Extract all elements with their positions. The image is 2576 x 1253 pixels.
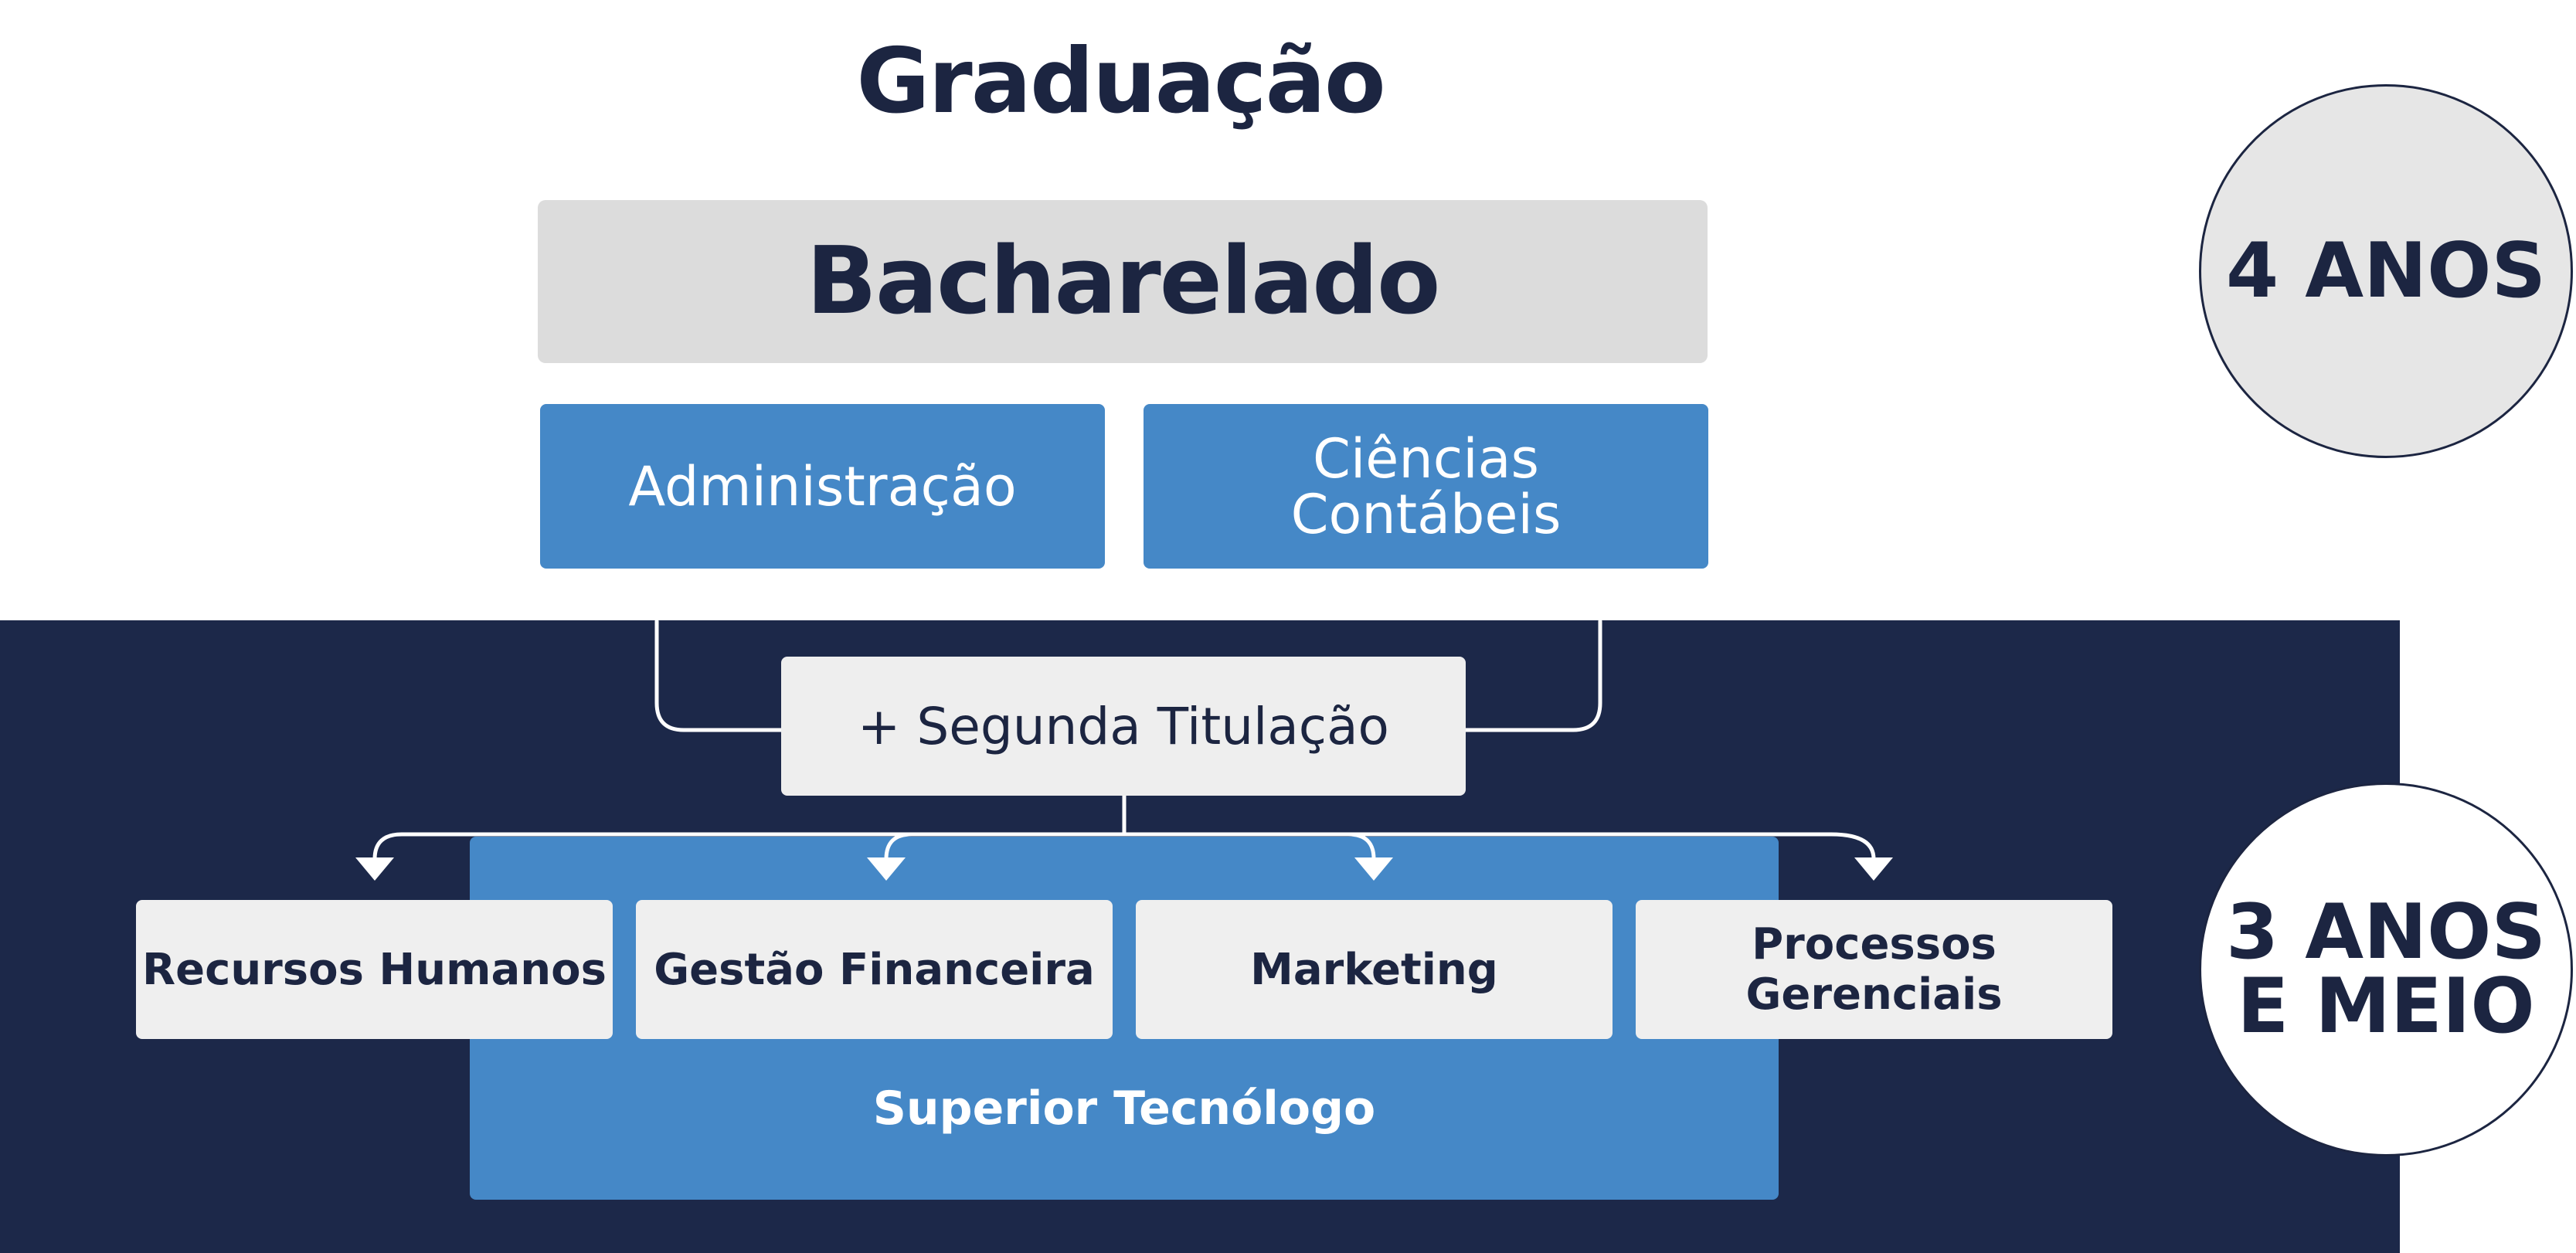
connector-branch-1: [372, 832, 404, 861]
connector-ciencias-to-second: [1463, 619, 1602, 732]
course-ciencias-line2: Contábeis: [1290, 482, 1562, 546]
track-marketing: Marketing: [1136, 900, 1613, 1039]
track-gestao-financeira: Gestão Financeira: [636, 900, 1113, 1039]
arrow-head-3: [1354, 857, 1393, 881]
technologist-label: Superior Tecnólogo: [872, 1082, 1376, 1136]
connector-admin-to-second: [654, 619, 783, 732]
diagram-title: Graduação: [856, 29, 1385, 134]
course-ciencias-contabeis: Ciências Contábeis: [1144, 404, 1708, 569]
duration-technologist-line1: 3 ANOS: [2225, 888, 2547, 976]
track-recursos-humanos: Recursos Humanos: [136, 900, 613, 1039]
bachelor-box: Bacharelado: [538, 200, 1708, 363]
duration-technologist-badge: 3 ANOS E MEIO: [2199, 783, 2573, 1156]
arrow-head-1: [355, 857, 394, 881]
course-administracao: Administração: [540, 404, 1105, 569]
arrow-head-4: [1854, 857, 1893, 881]
arrow-head-2: [867, 857, 906, 881]
connector-branch-2: [884, 832, 914, 861]
duration-bachelor-badge: 4 ANOS: [2199, 84, 2573, 458]
track-processos-gerenciais: Processos Gerenciais: [1636, 900, 2112, 1039]
course-ciencias-line1: Ciências: [1312, 426, 1540, 491]
duration-technologist-line2: E MEIO: [2237, 963, 2535, 1051]
second-degree-box: + Segunda Titulação: [781, 657, 1466, 796]
connector-branch-4: [1829, 832, 1876, 861]
connector-branch-3: [1346, 832, 1376, 861]
